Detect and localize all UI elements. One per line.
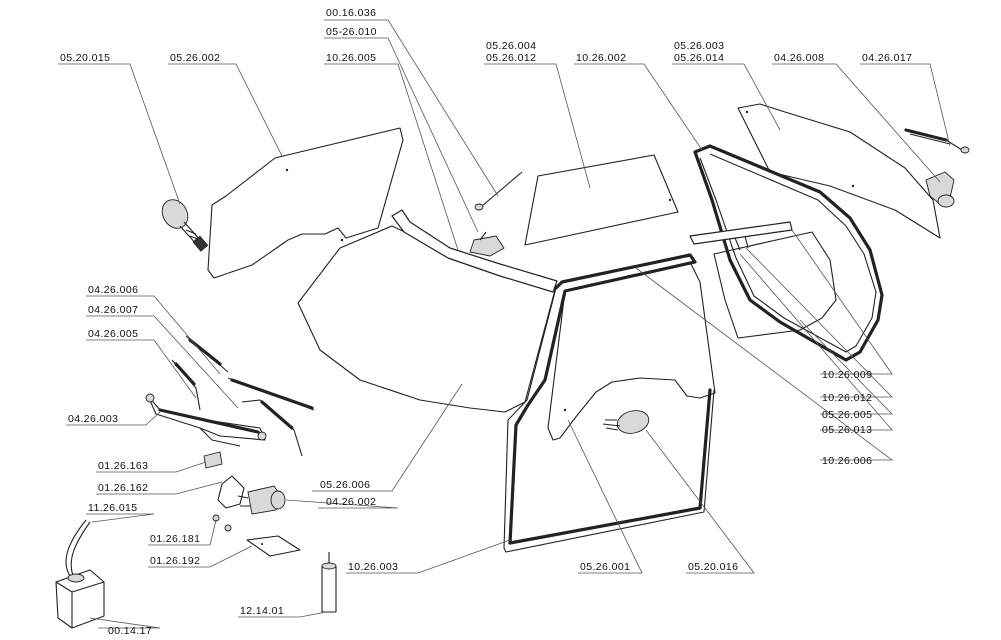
label-11-26-015: 11.26.015 — [88, 502, 138, 514]
cross-strip — [689, 221, 793, 245]
label-04-26-017: 04.26.017 — [862, 52, 912, 64]
side-vent-glass — [713, 231, 837, 339]
washer-fixing — [212, 514, 232, 532]
door-handle — [602, 410, 650, 434]
label-05-26-004: 05.26.004 — [486, 40, 536, 52]
rear-wiper-motor — [925, 171, 955, 208]
label-05-26-003: 05.26.003 — [674, 40, 724, 52]
label-04-26-007: 04.26.007 — [88, 304, 138, 316]
part-labels: 00.16.036 05-26.010 10.26.005 05.20.015 … — [60, 7, 912, 637]
label-04-26-006: 04.26.006 — [88, 284, 138, 296]
label-04-26-002: 04.26.002 — [326, 496, 376, 508]
label-10-26-003: 10.26.003 — [348, 561, 398, 573]
rear-quarter-glass — [207, 127, 404, 279]
wiper-blade-right — [227, 377, 315, 411]
wiper-arm-right — [241, 399, 303, 457]
label-05-26-002: 05.26.002 — [170, 52, 220, 64]
washer-pump-cylinder — [321, 552, 337, 613]
leader-lines — [58, 19, 951, 629]
rear-window-glass — [737, 103, 941, 239]
label-04-26-008: 04.26.008 — [774, 52, 824, 64]
label-05-26-010: 05-26.010 — [326, 26, 377, 38]
quarter-window-opener — [161, 199, 209, 252]
motor-bracket — [217, 475, 245, 509]
label-10-26-009: 10.26.009 — [822, 369, 872, 381]
label-12-14-01: 12.14.01 — [240, 605, 284, 617]
washer-reservoir — [55, 569, 105, 629]
windscreen — [297, 225, 556, 413]
label-05-26-012: 05.26.012 — [486, 52, 536, 64]
label-04-26-003: 04.26.003 — [68, 413, 118, 425]
rear-window-seal — [693, 144, 884, 362]
label-00-14-17: 00.14.17 — [108, 625, 152, 637]
door-frame-seal — [508, 253, 712, 545]
label-05-20-015: 05.20.015 — [60, 52, 110, 64]
wiper-arm-left — [171, 359, 201, 411]
label-04-26-005: 04.26.005 — [88, 328, 138, 340]
label-05-26-001: 05.26.001 — [580, 561, 630, 573]
label-05-26-006: 05.26.006 — [320, 479, 370, 491]
label-05-26-014: 05.26.014 — [674, 52, 724, 64]
wiper-linkage — [145, 393, 267, 447]
washer-tube — [65, 519, 91, 579]
label-10-26-012: 10.26.012 — [822, 392, 872, 404]
label-10-26-005: 10.26.005 — [326, 52, 376, 64]
rear-wiper-blade — [904, 128, 970, 154]
label-01-26-192: 01.26.192 — [150, 555, 200, 567]
label-05-26-005: 05.26.005 — [822, 409, 872, 421]
rear-view-mirror — [469, 231, 505, 257]
label-01-26-181: 01.26.181 — [150, 533, 200, 545]
bracket-small — [203, 451, 223, 469]
label-10-26-002: 10.26.002 — [576, 52, 626, 64]
label-01-26-162: 01.26.162 — [98, 482, 148, 494]
label-10-26-006: 10.26.006 — [822, 455, 872, 467]
wiper-motor — [237, 485, 286, 515]
roof-glass — [524, 154, 679, 246]
label-05-26-013: 05.26.013 — [822, 424, 872, 436]
label-05-20-016: 05.20.016 — [688, 561, 738, 573]
door-glass — [547, 261, 716, 441]
windscreen-top-seal — [391, 209, 558, 293]
roof-aerial — [474, 171, 523, 211]
mounting-plate — [246, 535, 301, 557]
label-01-26-163: 01.26.163 — [98, 460, 148, 472]
label-00-16-036: 00.16.036 — [326, 7, 376, 19]
